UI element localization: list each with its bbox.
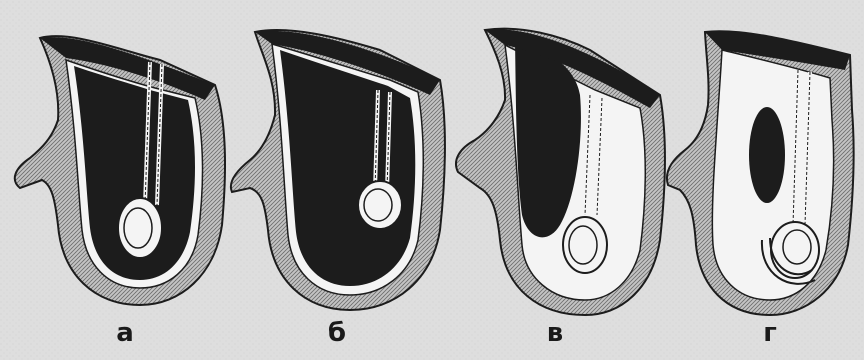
panel-d-dark-sac: [749, 107, 785, 203]
panel-b-label: б: [317, 318, 357, 348]
panel-c-label: в: [535, 318, 575, 348]
panel-d-label: г: [750, 318, 790, 348]
panel-a-label: а: [105, 318, 145, 348]
